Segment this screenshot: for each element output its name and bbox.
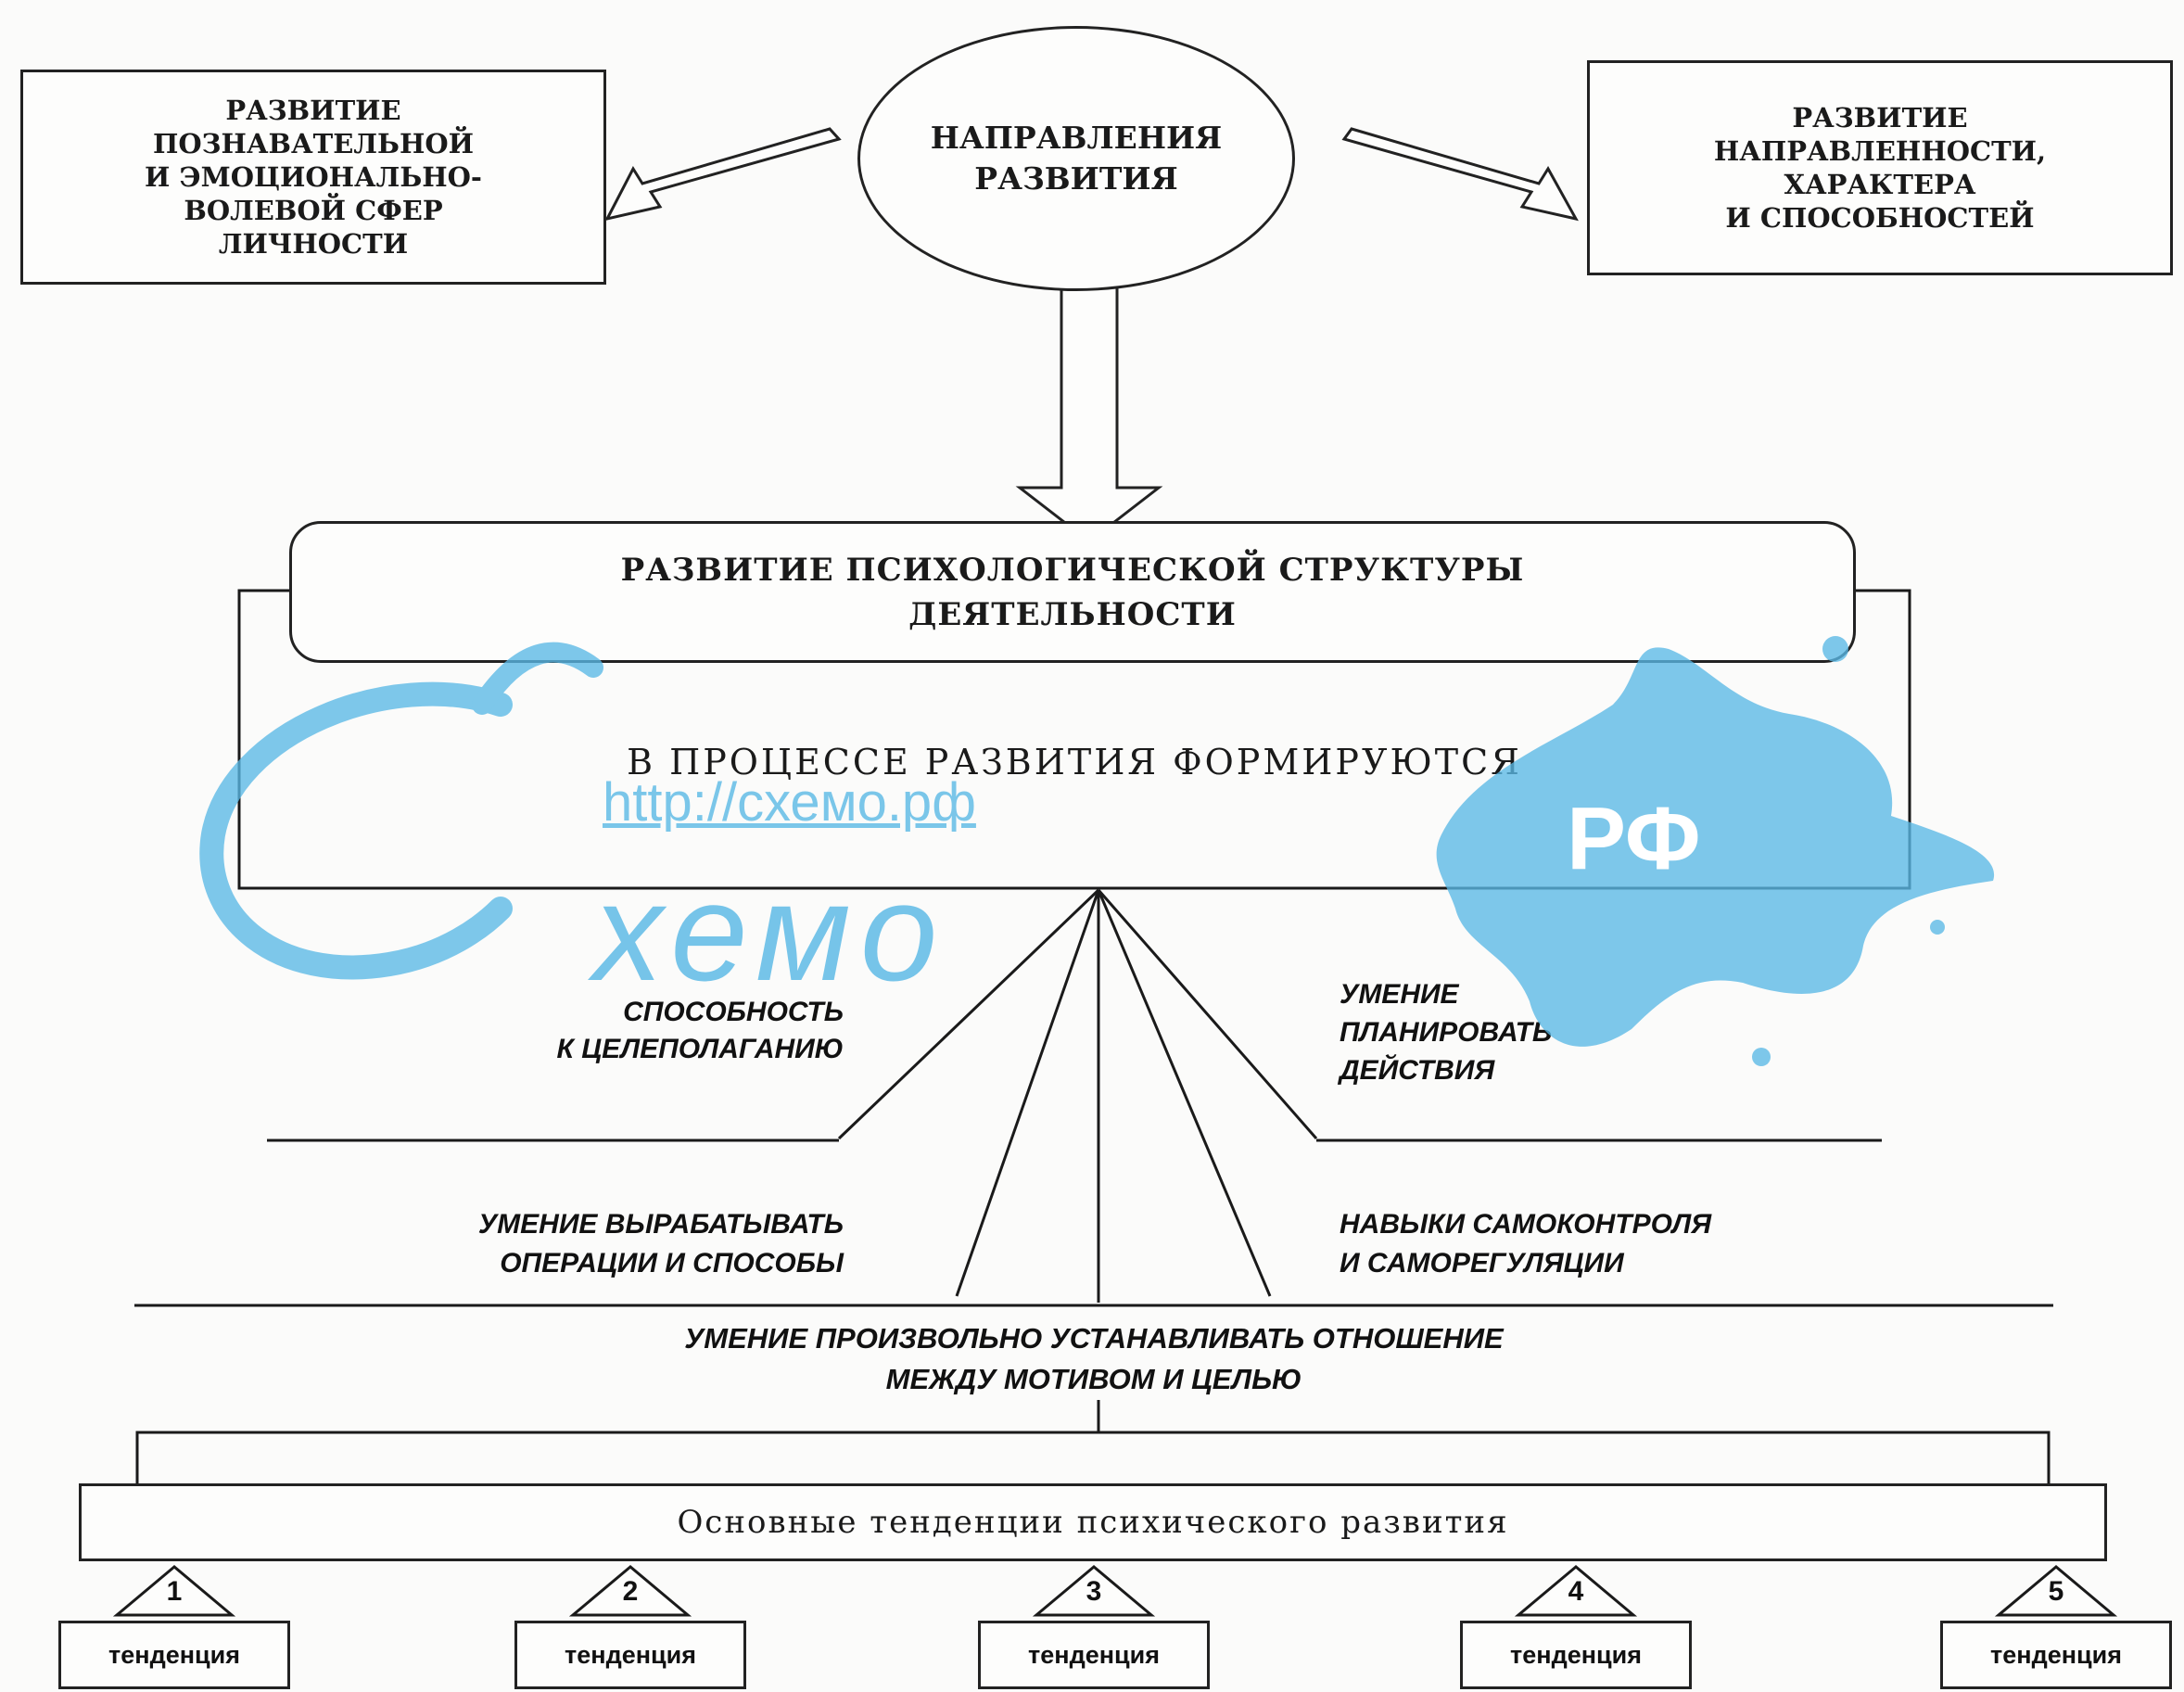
- tendency-number-1: 1: [166, 1576, 183, 1607]
- tendency-box-2: тенденция: [514, 1621, 746, 1689]
- watermark-script-tail: [472, 642, 603, 715]
- right-box-line-4: И СПОСОБНОСТЕЙ: [1725, 202, 2035, 234]
- motive-goal-line-1: УМЕНИЕ ПРОИЗВОЛЬНО УСТАНАВЛИВАТЬ ОТНОШЕН…: [684, 1322, 1504, 1355]
- tendency-box-4: тенденция: [1460, 1621, 1692, 1689]
- tendency-triangle-3: [1032, 1565, 1156, 1617]
- motive-goal-label: УМЕНИЕ ПРОИЗВОЛЬНО УСТАНАВЛИВАТЬ ОТНОШЕН…: [278, 1318, 1910, 1400]
- fan-line-1: [837, 888, 1100, 1140]
- right-box-line-1: РАЗВИТИЕ: [1792, 102, 1968, 134]
- self-control-line-1: НАВЫКИ САМОКОНТРОЛЯ: [1340, 1209, 1712, 1240]
- tendency-label-2: тенденция: [565, 1640, 696, 1669]
- arrow-left: [604, 127, 842, 222]
- watermark-badge: РФ: [1567, 789, 1701, 888]
- arrow-down: [1015, 276, 1163, 543]
- fan-line-4: [1097, 889, 1272, 1297]
- right-box-line-2: НАПРАВЛЕННОСТИ,: [1713, 135, 2047, 167]
- tendency-box-3: тенденция: [978, 1621, 1210, 1689]
- fan-line-2: [955, 889, 1100, 1297]
- tendency-label-4: тенденция: [1510, 1640, 1642, 1669]
- tendency-number-3: 3: [1086, 1576, 1102, 1607]
- planning-line-3: ДЕЙСТВИЯ: [1340, 1055, 1495, 1086]
- planning-line-1: УМЕНИЕ: [1340, 979, 1459, 1010]
- tendency-triangle-5: [1994, 1565, 2118, 1617]
- tendency-box-5: тенденция: [1940, 1621, 2172, 1689]
- goal-setting-line-2: К ЦЕЛЕПОЛАГАНИЮ: [556, 1034, 844, 1064]
- structure-frame: [237, 589, 1911, 890]
- planning-line-2: ПЛАНИРОВАТЬ: [1340, 1017, 1553, 1048]
- left-box-line-4: ВОЛЕВОЙ СФЕР: [184, 195, 443, 226]
- watermark-splash-shape: [1436, 647, 1995, 1047]
- circle-line-1: НАПРАВЛЕНИЯ: [930, 120, 1223, 156]
- tendencies-title: Основные тенденции психического развития: [677, 1504, 1509, 1541]
- tendency-triangle-2: [568, 1565, 692, 1617]
- planning-label: УМЕНИЕ ПЛАНИРОВАТЬ ДЕЙСТВИЯ: [1340, 975, 1729, 1089]
- tendency-triangle-4: [1514, 1565, 1638, 1617]
- operations-line-2: ОПЕРАЦИИ И СПОСОБЫ: [500, 1248, 844, 1279]
- self-control-line-2: И САМОРЕГУЛЯЦИИ: [1340, 1248, 1624, 1279]
- tendencies-bar: Основные тенденции психического развития: [79, 1483, 2107, 1561]
- directions-circle: НАПРАВЛЕНИЯ РАЗВИТИЯ: [857, 26, 1295, 291]
- tendency-number-4: 4: [1568, 1576, 1584, 1607]
- operations-label: УМЕНИЕ ВЫРАБАТЫВАТЬ ОПЕРАЦИИ И СПОСОБЫ: [306, 1205, 844, 1283]
- left-box-line-5: ЛИЧНОСТИ: [218, 228, 409, 260]
- right-box-line-3: ХАРАКТЕРА: [1784, 169, 1976, 200]
- tendency-label-5: тенденция: [1990, 1640, 2122, 1669]
- tendency-triangle-1: [112, 1565, 236, 1617]
- structure-title-line-1: РАЗВИТИЕ ПСИХОЛОГИЧЕСКОЙ СТРУКТУРЫ: [620, 551, 1525, 589]
- motive-goal-line-2: МЕЖДУ МОТИВОМ И ЦЕЛЬЮ: [885, 1363, 1302, 1395]
- left-box-line-1: РАЗВИТИЕ: [225, 95, 401, 126]
- orientation-character-box: РАЗВИТИЕ НАПРАВЛЕННОСТИ, ХАРАКТЕРА И СПО…: [1587, 60, 2173, 275]
- bracket: [135, 1431, 2051, 1483]
- watermark-script-C: [199, 681, 513, 980]
- goal-setting-line-1: СПОСОБНОСТЬ: [623, 997, 844, 1027]
- goal-setting-label: СПОСОБНОСТЬ К ЦЕЛЕПОЛАГАНИЮ: [422, 994, 844, 1068]
- fan-line-5: [1097, 889, 1318, 1139]
- watermark-script-word: хемо: [593, 854, 947, 1010]
- tendency-label-1: тенденция: [108, 1640, 240, 1669]
- structure-title-line-2: ДЕЯТЕЛЬНОСТИ: [908, 595, 1237, 633]
- tendency-label-3: тенденция: [1028, 1640, 1160, 1669]
- cognitive-emotional-box: РАЗВИТИЕ ПОЗНАВАТЕЛЬНОЙ И ЭМОЦИОНАЛЬНО- …: [20, 70, 606, 285]
- watermark-drop: [1752, 1048, 1771, 1066]
- watermark-drop: [1822, 636, 1848, 662]
- tendency-box-1: тенденция: [58, 1621, 290, 1689]
- left-box-line-2: ПОЗНАВАТЕЛЬНОЙ: [152, 128, 475, 159]
- formation-subtitle: В ПРОЦЕССЕ РАЗВИТИЯ ФОРМИРУЮТСЯ: [627, 742, 1522, 782]
- tendency-number-5: 5: [2048, 1576, 2064, 1607]
- operations-line-1: УМЕНИЕ ВЫРАБАТЫВАТЬ: [477, 1209, 844, 1240]
- activity-structure-title-box: РАЗВИТИЕ ПСИХОЛОГИЧЕСКОЙ СТРУКТУРЫ ДЕЯТЕ…: [289, 521, 1856, 663]
- watermark-drop: [1930, 920, 1945, 935]
- left-box-line-3: И ЭМОЦИОНАЛЬНО-: [145, 161, 482, 193]
- tendency-number-2: 2: [622, 1576, 639, 1607]
- circle-line-2: РАЗВИТИЯ: [974, 160, 1178, 197]
- watermark-url: http://схемо.рф: [603, 772, 976, 833]
- arrow-right: [1341, 127, 1579, 222]
- self-control-label: НАВЫКИ САМОКОНТРОЛЯ И САМОРЕГУЛЯЦИИ: [1340, 1205, 1896, 1283]
